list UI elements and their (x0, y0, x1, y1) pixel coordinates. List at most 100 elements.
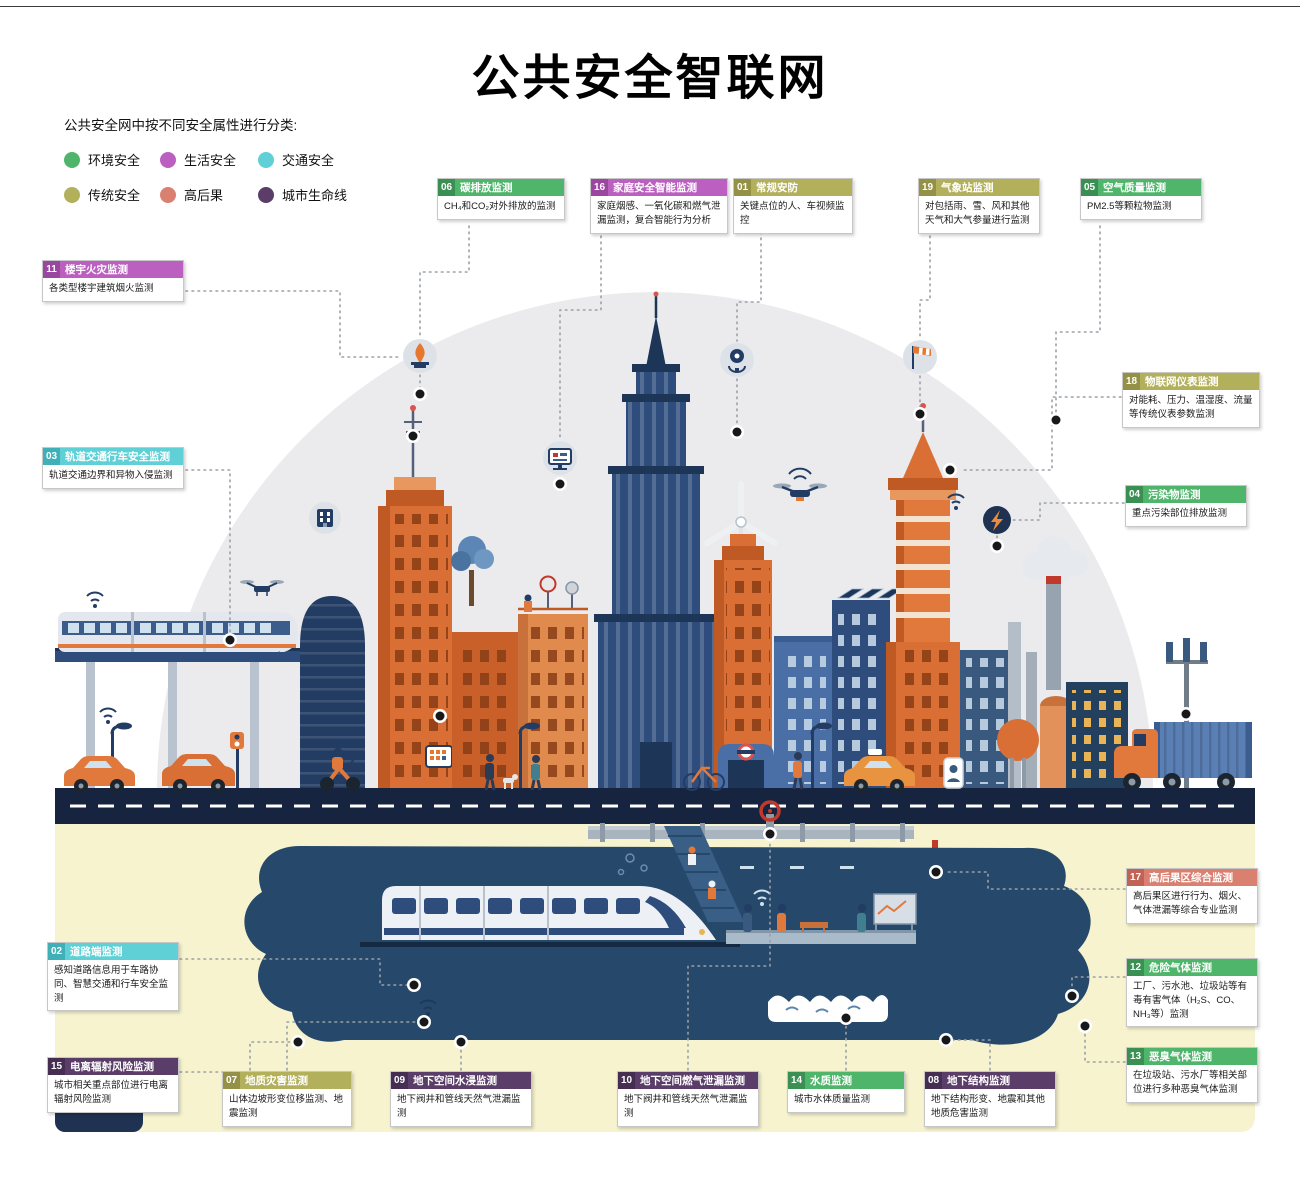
subway-roundel-icon (737, 750, 755, 754)
connector-12 (1071, 976, 1126, 991)
callout-body: 对能耗、压力、温湿度、流量等传统仪表参数监测 (1129, 395, 1253, 420)
callout-body: 高后果区进行行为、烟火、气体泄漏等综合专业监测 (1133, 891, 1248, 916)
connector-18 (959, 396, 1122, 471)
pedestrian (484, 754, 496, 791)
blue-building-right (960, 650, 1012, 790)
legend-item-high-consequence: 高后果 (160, 185, 258, 204)
legend-item-traffic: 交通安全 (258, 150, 368, 169)
legend-grid: 环境安全 生活安全 交通安全 传统安全 高后果 城市生命线 (64, 150, 368, 204)
callout-body: 在垃圾站、污水厂等相关部位进行多种恶臭气体监测 (1133, 1070, 1248, 1095)
wifi-icon (86, 591, 104, 608)
connector-10 (687, 839, 771, 1071)
callout-number: 08 (925, 1072, 942, 1089)
mid-orange-building (452, 632, 518, 790)
connector-11 (185, 290, 402, 358)
rooftop-deck-building (518, 575, 588, 790)
callout-13-odor-gas: 13 恶臭气体监测 在垃圾站、污水厂等相关部位进行多种恶臭气体监测 (1126, 1047, 1258, 1103)
callout-title: 地下空间水浸监测 (413, 1075, 497, 1087)
subway-train (360, 886, 740, 947)
callout-body: 地下结构形变、地震和其他地质危害监测 (931, 1094, 1046, 1119)
connector-13 (1084, 1031, 1126, 1063)
wifi-icon (947, 493, 965, 510)
escalator (664, 826, 744, 922)
dog (503, 774, 518, 789)
connector-06 (419, 225, 470, 338)
subway-entrance (718, 743, 774, 790)
callout-number: 19 (919, 179, 936, 196)
callout-body: 地下阀井和管线天然气泄漏监测 (624, 1094, 748, 1119)
bubbles (617, 853, 648, 876)
road (55, 788, 1255, 824)
page-title: 公共安全智联网 (471, 52, 829, 105)
water-pool (768, 994, 888, 1022)
callout-title: 常规安防 (756, 182, 798, 194)
camera-icon (720, 343, 754, 377)
callout-body: 各类型楼宇建筑烟火监测 (49, 283, 154, 294)
callout-title: 恶臭气体监测 (1149, 1051, 1212, 1063)
drone-icon (773, 467, 827, 501)
callout-number: 12 (1127, 959, 1144, 976)
callout-body: 城市水体质量监测 (794, 1094, 871, 1105)
street-lamp (518, 722, 540, 790)
power-icon (983, 506, 1011, 534)
scooter-rider (320, 747, 360, 791)
callout-number: 11 (43, 261, 60, 278)
callout-title: 物联网仪表监测 (1145, 376, 1219, 388)
callout-number: 09 (391, 1072, 408, 1089)
callout-11-building-fire: 11 楼宇火灾监测 各类型楼宇建筑烟火监测 (42, 260, 184, 302)
connector-05 (1055, 225, 1101, 413)
callout-body: 重点污染部位排放监测 (1132, 508, 1228, 519)
callout-number: 10 (618, 1072, 635, 1089)
tree (451, 536, 494, 606)
top-divider (0, 6, 1300, 7)
orange-tower-left (378, 405, 453, 790)
callout-body: 山体边坡形变位移监测、地震监测 (229, 1094, 344, 1119)
callout-number: 13 (1127, 1048, 1144, 1065)
callout-body: CH₄和CO₂对外排放的监测 (444, 201, 556, 212)
callout-number: 14 (788, 1072, 805, 1089)
container-truck (1114, 722, 1252, 791)
callout-number: 18 (1123, 373, 1140, 390)
car (64, 756, 135, 793)
legend-dot-high-consequence (160, 186, 176, 203)
blue-building-mid (774, 636, 832, 790)
legend: 公共安全网中按不同安全属性进行分类: 环境安全 生活安全 交通安全 传统安全 高… (64, 114, 368, 204)
connector-07 (286, 1021, 419, 1071)
callout-body: 工厂、污水池、垃圾站等有毒有害气体（H₂S、CO、NH₃等）监测 (1133, 981, 1248, 1020)
sensor-nodes (223, 387, 1193, 1049)
callout-body: 感知道路信息用于车路协同、智慧交通和行车安全监测 (54, 965, 169, 1004)
callout-number: 01 (734, 179, 751, 196)
drone-icon (240, 580, 284, 596)
callout-title: 污染物监测 (1148, 489, 1201, 501)
legend-dot-life (160, 151, 176, 168)
callout-title: 空气质量监测 (1103, 182, 1166, 194)
callout-title: 电离辐射风险监测 (70, 1061, 154, 1073)
connector-19 (919, 229, 931, 339)
legend-label: 城市生命线 (282, 188, 348, 203)
callout-title: 楼宇火灾监测 (65, 264, 128, 276)
callout-title: 地下结构监测 (947, 1075, 1010, 1087)
callout-08-underground-structure: 08 地下结构监测 地下结构形变、地震和其他地质危害监测 (924, 1071, 1056, 1127)
callout-title: 轨道交通行车安全监测 (65, 451, 170, 463)
connector-15 (179, 1041, 293, 1073)
callout-number: 06 (438, 179, 455, 196)
legend-label: 生活安全 (184, 153, 237, 168)
central-skyscraper (594, 291, 718, 790)
legend-item-environment: 环境安全 (64, 150, 160, 169)
subway-station (726, 866, 917, 944)
curved-tower (300, 596, 365, 790)
wifi-icon (753, 889, 771, 906)
legend-item-traditional: 传统安全 (64, 185, 160, 204)
callout-number: 02 (48, 943, 65, 960)
callout-title: 水质监测 (810, 1075, 852, 1087)
connector-17 (945, 871, 1126, 890)
